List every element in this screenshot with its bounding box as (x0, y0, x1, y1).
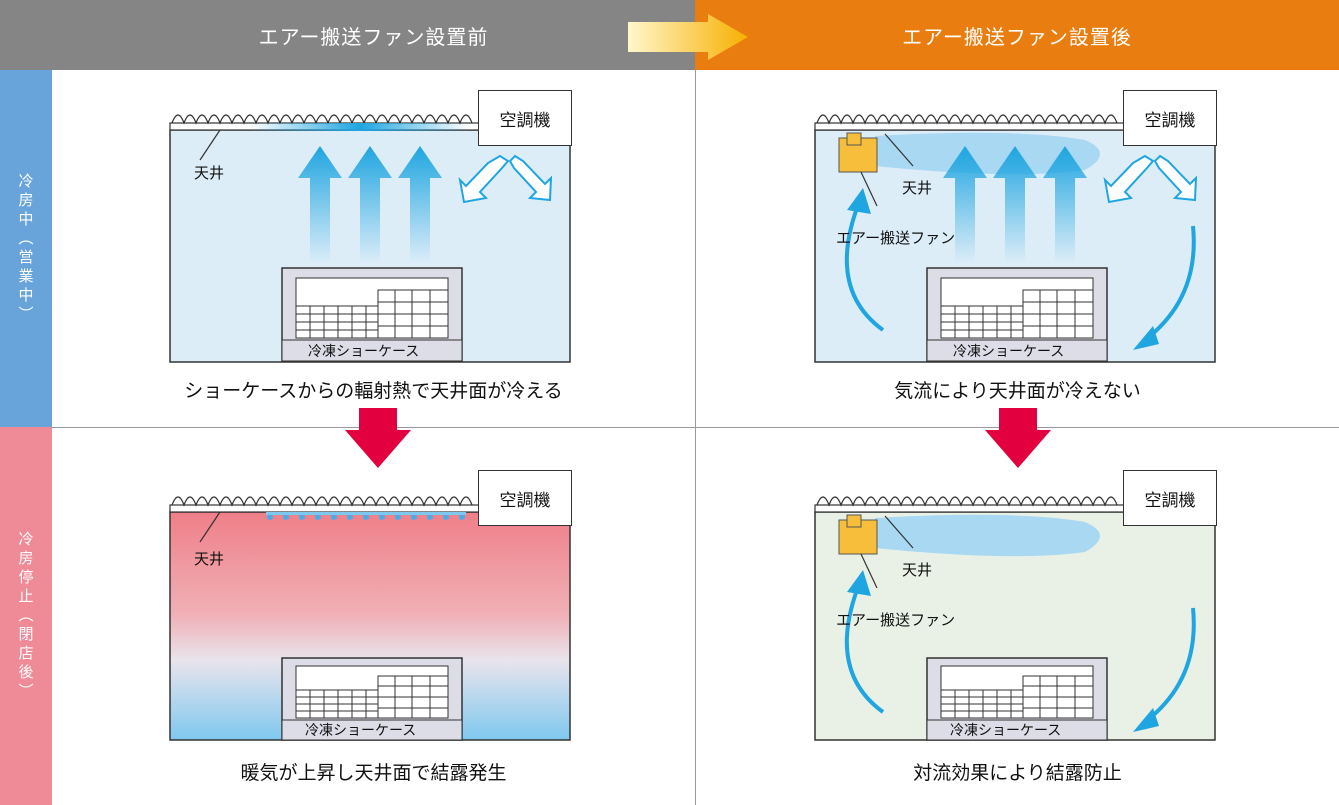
header-before-installation: エアー搬送ファン設置前 (52, 0, 695, 70)
row-label-cooling-text: 冷房中（営業中） (16, 172, 35, 325)
ceiling-label-before-cooling: 天井 (194, 164, 225, 182)
ceiling-label-after-cooling: 天井 (902, 179, 933, 197)
ac-unit-label: 空調機 (499, 110, 551, 131)
room-diagram-after-stopped (814, 496, 1216, 741)
row-divider (52, 427, 1339, 428)
ceiling-label-before-stopped: 天井 (194, 550, 225, 568)
caption-after-stopped: 対流効果により結露防止 (913, 762, 1122, 784)
ceiling-label-after-stopped: 天井 (902, 561, 933, 579)
row-label-stopped-text: 冷房停止（閉店後） (16, 530, 35, 702)
ac-unit-after-cooling: 空調機 (1123, 90, 1217, 146)
room-diagram-before-cooling (169, 114, 571, 363)
header-transition-arrow-icon (628, 14, 748, 60)
ac-unit-label: 空調機 (1144, 110, 1196, 131)
caption-before-cooling: ショーケースからの輻射熱で天井面が冷える (184, 380, 563, 402)
showcase-label-before-cooling: 冷凍ショーケース (308, 344, 420, 360)
header-corner (0, 0, 52, 70)
row-label-cooling: 冷房中（営業中） (0, 70, 52, 427)
ac-unit-before-stopped: 空調機 (478, 470, 572, 526)
header-before-label: エアー搬送ファン設置前 (258, 24, 489, 49)
column-divider (695, 70, 696, 805)
row-label-stopped: 冷房停止（閉店後） (0, 427, 52, 805)
showcase-label-after-cooling: 冷凍ショーケース (953, 344, 1065, 360)
ac-unit-label: 空調機 (1144, 490, 1196, 511)
transition-down-arrow-icon (345, 408, 411, 468)
caption-after-cooling: 気流により天井面が冷えない (894, 380, 1141, 402)
fan-label-after-stopped: エアー搬送ファン (836, 611, 956, 629)
ac-unit-before-cooling: 空調機 (478, 90, 572, 146)
fan-label-after-cooling: エアー搬送ファン (836, 229, 956, 247)
showcase-label-after-stopped: 冷凍ショーケース (950, 723, 1062, 739)
caption-before-stopped: 暖気が上昇し天井面で結露発生 (240, 762, 507, 784)
header-after-label: エアー搬送ファン設置後 (902, 24, 1132, 49)
ac-unit-after-stopped: 空調機 (1123, 470, 1217, 526)
showcase-label-before-stopped: 冷凍ショーケース (305, 723, 417, 739)
transition-down-arrow-icon (985, 408, 1051, 468)
header-after-installation: エアー搬送ファン設置後 (695, 0, 1339, 70)
room-diagram-after-cooling (814, 114, 1216, 363)
room-diagram-before-stopped (169, 496, 571, 741)
ac-unit-label: 空調機 (499, 490, 551, 511)
